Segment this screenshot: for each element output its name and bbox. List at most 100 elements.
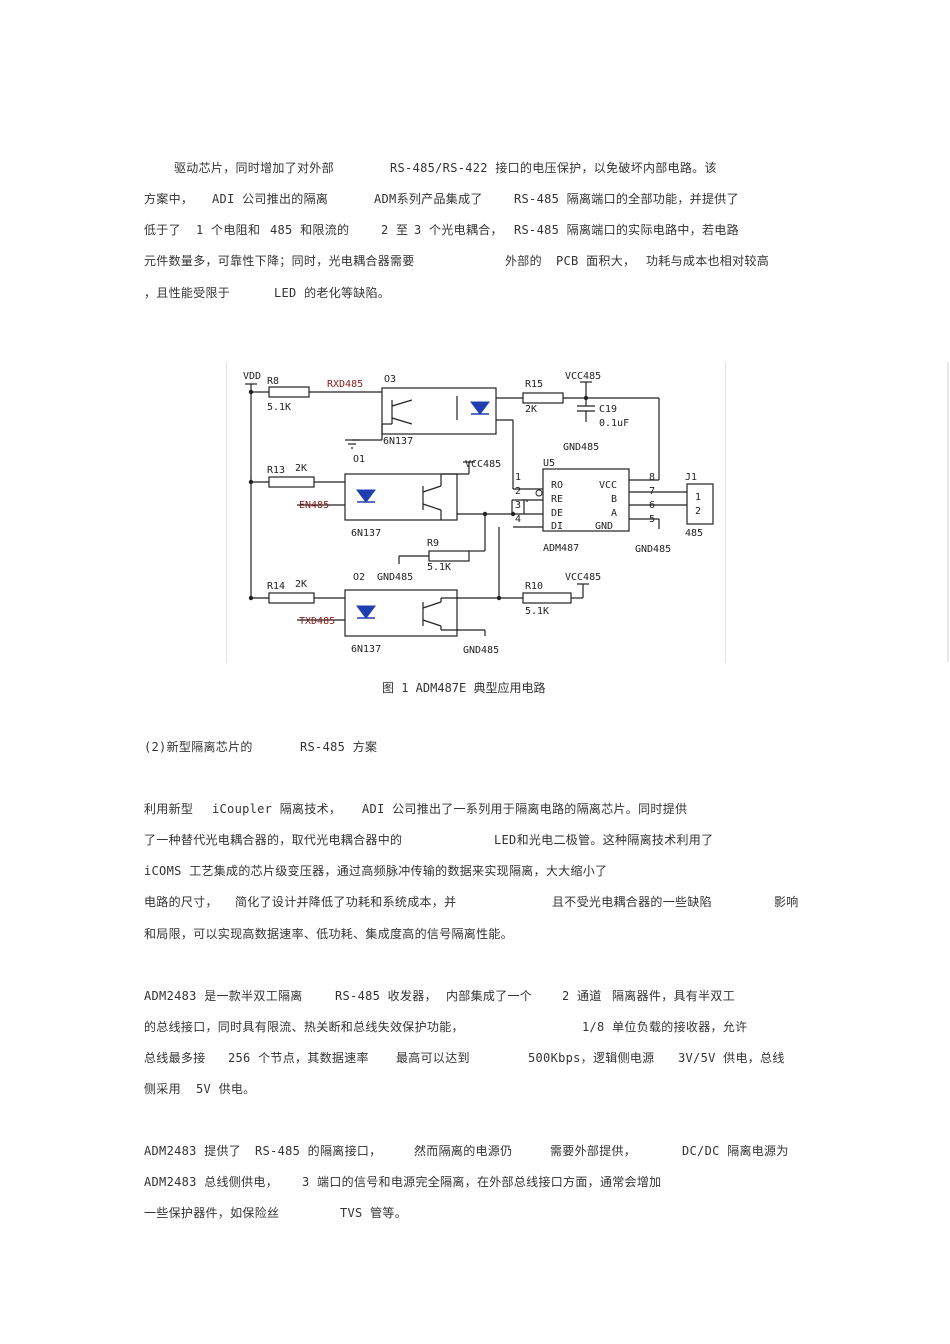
text-segment: 隔离器件，具有半双工 — [612, 989, 736, 1003]
text-segment: DC/DC 隔离电源为 — [682, 1144, 789, 1158]
text-segment: 2 通道 — [562, 989, 602, 1003]
text-segment: 500Kbps，逻辑侧电源 — [528, 1051, 655, 1065]
svg-text:6N137: 6N137 — [351, 644, 381, 655]
svg-text:2K: 2K — [295, 463, 307, 474]
svg-text:8: 8 — [649, 472, 655, 483]
text-segment: 一些保护器件，如保险丝 — [144, 1206, 280, 1220]
text-segment: 256 个节点，其数据速率 — [228, 1051, 369, 1065]
text-segment: ，且性能受限于 — [144, 286, 231, 300]
text-segment: LED 的老化等缺陷。 — [274, 286, 391, 300]
svg-text:GND485: GND485 — [377, 572, 413, 583]
figure-caption: 图 1 ADM487E 典型应用电路 — [382, 681, 546, 695]
circuit-diagram-figure: VDD R8 5.1K RXD485 O3 6N137 O1 R15 2K VC… — [226, 362, 726, 663]
svg-text:GND485: GND485 — [563, 442, 599, 453]
svg-text:O1: O1 — [353, 454, 365, 465]
svg-text:DI: DI — [551, 521, 563, 532]
svg-text:4: 4 — [515, 514, 521, 525]
text-segment: 485 和限流的 — [270, 223, 350, 237]
svg-text:GND485: GND485 — [463, 645, 499, 656]
svg-text:RXD485: RXD485 — [327, 379, 363, 390]
svg-text:5.1K: 5.1K — [267, 402, 291, 413]
svg-text:2: 2 — [695, 506, 701, 517]
text-segment: ADM系列产品集成了 — [374, 192, 483, 206]
text-segment: 和局限，可以实现高数据速率、低功耗、集成度高的信号隔离性能。 — [144, 927, 514, 941]
text-segment: 需要外部提供， — [550, 1144, 637, 1158]
text-segment: RS-485 的隔离接口， — [255, 1144, 382, 1158]
svg-text:2K: 2K — [295, 579, 307, 590]
text-segment: (2)新型隔离芯片的 — [144, 740, 253, 754]
svg-text:485: 485 — [685, 528, 703, 539]
text-segment: 简化了设计并降低了功耗和系统成本，并 — [235, 895, 457, 909]
svg-text:EN485: EN485 — [299, 500, 329, 511]
svg-text:J1: J1 — [685, 472, 697, 483]
svg-text:5.1K: 5.1K — [427, 562, 451, 573]
svg-text:U5: U5 — [543, 458, 555, 469]
svg-text:RO: RO — [551, 480, 563, 491]
text-segment: ADM2483 提供了 — [144, 1144, 242, 1158]
svg-text:C19: C19 — [599, 404, 617, 415]
text-segment: 和 — [248, 223, 261, 237]
text-segment: 功耗与成本也相对较高 — [646, 254, 770, 268]
svg-text:O2: O2 — [353, 572, 365, 583]
svg-text:R9: R9 — [427, 538, 439, 549]
text-segment: 了一种替代光电耦合器的，取代光电耦合器中的 — [144, 833, 403, 847]
svg-text:R14: R14 — [267, 581, 285, 592]
svg-text:2: 2 — [515, 486, 521, 497]
text-segment: 低于了 — [144, 223, 181, 237]
svg-text:VCC485: VCC485 — [565, 371, 601, 382]
text-segment: RS-485/RS-422 接口的电压保护，以免破坏内部电路。该 — [390, 161, 717, 175]
text-segment: ADI 公司推出的隔离 — [212, 192, 329, 206]
adm487e-schematic: VDD R8 5.1K RXD485 O3 6N137 O1 R15 2K VC… — [243, 371, 714, 656]
text-segment: 最高可以达到 — [396, 1051, 470, 1065]
svg-text:GND485: GND485 — [635, 544, 671, 555]
svg-text:R15: R15 — [525, 379, 543, 390]
svg-text:3: 3 — [515, 500, 521, 511]
text-segment: 3 端口的信号和电源完全隔离，在外部总线接口方面，通常会增加 — [302, 1175, 662, 1189]
svg-text:DE: DE — [551, 508, 563, 519]
svg-text:6: 6 — [649, 500, 655, 511]
svg-text:VCC485: VCC485 — [565, 572, 601, 583]
text-segment: 总线最多接 — [144, 1051, 206, 1065]
text-segment: RS-485 方案 — [300, 740, 378, 754]
svg-text:TXD485: TXD485 — [299, 616, 335, 627]
svg-text:ADM487: ADM487 — [543, 543, 579, 554]
text-segment: 且不受光电耦合器的一些缺陷 — [552, 895, 712, 909]
svg-text:VCC485: VCC485 — [465, 459, 501, 470]
text-segment: 的总线接口，同时具有限流、热关断和总线失效保护功能， — [144, 1020, 464, 1034]
text-segment: 元件数量多，可靠性下降；同时，光电耦合器需要 — [144, 254, 415, 268]
text-segment: iCOMS 工艺集成的芯片级变压器，通过高频脉冲传输的数据来实现隔离，大大缩小了 — [144, 864, 608, 878]
text-segment: 5V 供电。 — [196, 1082, 256, 1096]
svg-text:GND: GND — [595, 521, 613, 532]
text-segment: RS-485 隔离端口的全部功能，并提供了 — [514, 192, 739, 206]
text-segment: 影响 — [774, 895, 799, 909]
svg-text:A: A — [611, 508, 617, 519]
text-segment: 内部集成了一个 — [446, 989, 533, 1003]
svg-text:R8: R8 — [267, 376, 279, 387]
svg-text:0.1uF: 0.1uF — [599, 418, 629, 429]
text-segment: 3V/5V 供电，总线 — [678, 1051, 785, 1065]
text-segment: RS-485 隔离端口的实际电路中，若电路 — [514, 223, 739, 237]
text-segment: 侧采用 — [144, 1082, 181, 1096]
svg-text:5.1K: 5.1K — [525, 606, 549, 617]
svg-text:6N137: 6N137 — [383, 436, 413, 447]
text-segment: 利用新型 — [144, 802, 194, 816]
text-segment: 1 个电阻 — [196, 223, 248, 237]
svg-text:7: 7 — [649, 486, 655, 497]
svg-text:RE: RE — [551, 494, 563, 505]
text-segment: ADM2483 是一款半双工隔离 — [144, 989, 303, 1003]
text-segment: 驱动芯片，同时增加了对外部 — [174, 161, 334, 175]
svg-text:R13: R13 — [267, 465, 285, 476]
text-segment: 1/8 单位负载的接收器，允许 — [582, 1020, 748, 1034]
text-segment: 然而隔离的电源仍 — [414, 1144, 513, 1158]
page-edge-line — [947, 362, 949, 662]
text-segment: 外部的 — [505, 254, 542, 268]
text-segment: RS-485 收发器， — [335, 989, 437, 1003]
text-segment: 3 个光电耦合， — [414, 223, 503, 237]
svg-text:VDD: VDD — [243, 371, 261, 382]
text-segment: ADI 公司推出了一系列用于隔离电路的隔离芯片。同时提供 — [362, 802, 688, 816]
svg-text:5: 5 — [649, 514, 655, 525]
text-segment: 2 至 — [381, 223, 409, 237]
text-segment: 电路的尺寸， — [144, 895, 218, 909]
svg-text:1: 1 — [695, 492, 701, 503]
